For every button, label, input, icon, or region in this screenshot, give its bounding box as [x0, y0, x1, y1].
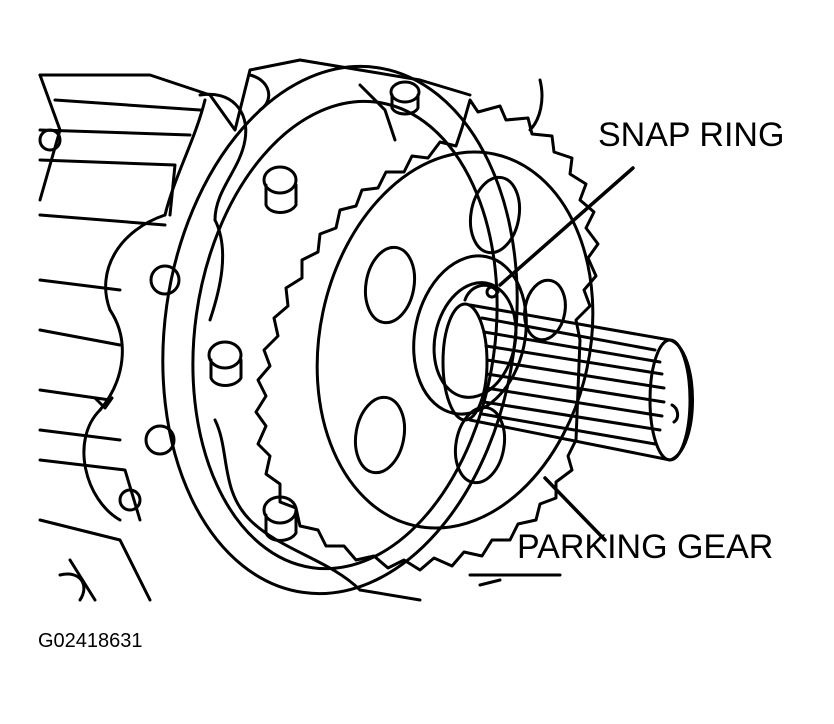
snap-ring-leader [498, 166, 635, 287]
case-bottom [358, 573, 562, 602]
bolt-upper [262, 165, 298, 214]
parking-gear-teeth [254, 98, 600, 572]
parking-gear-leader [543, 476, 607, 542]
bolts [207, 80, 421, 542]
housing-flange [161, 64, 544, 596]
figure-id: G02418631 [38, 630, 143, 652]
transmission-case [38, 58, 472, 602]
parking-gear-disc [315, 150, 595, 530]
snap-ring-label: SNAP RING [598, 116, 785, 154]
parking-gear-label: PARKING GEAR [517, 528, 774, 566]
bolt-top [389, 80, 421, 116]
snap-ring [463, 283, 500, 302]
leader-lines [498, 166, 635, 542]
output-shaft [441, 302, 694, 462]
bolt-middle [207, 340, 243, 387]
